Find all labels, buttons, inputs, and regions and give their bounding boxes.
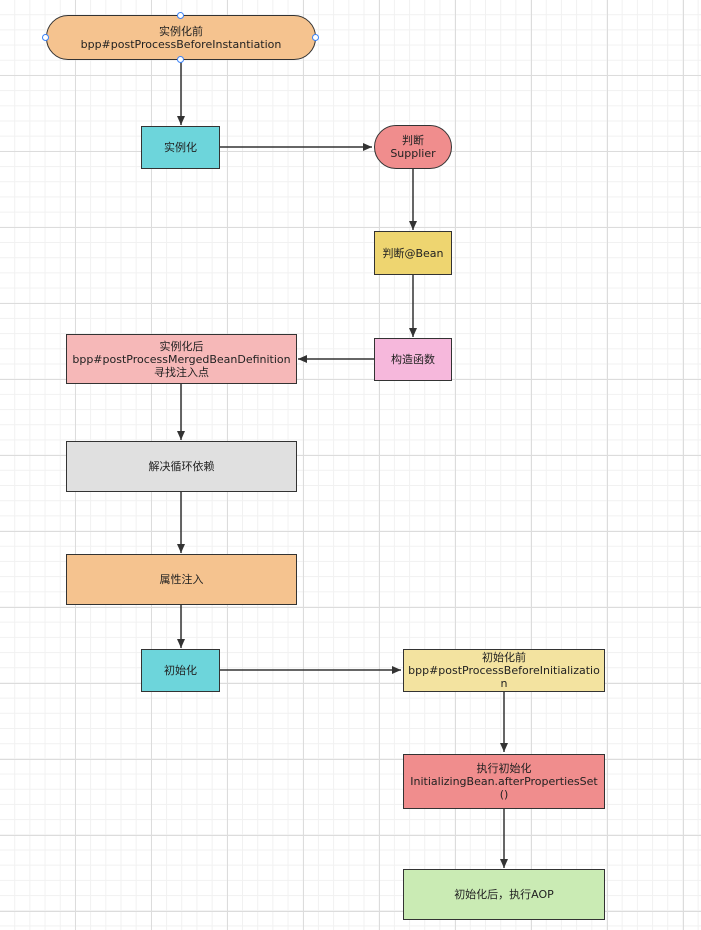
- node-before-initialization-title: 初始化前: [482, 651, 526, 664]
- node-supplier-label: Supplier: [390, 147, 436, 160]
- node-property-injection-label: 属性注入: [159, 573, 204, 586]
- node-supplier-title: 判断: [401, 134, 424, 147]
- node-instantiate[interactable]: 实例化: [141, 126, 220, 169]
- node-after-initialization[interactable]: 初始化后，执行AOP: [403, 869, 605, 920]
- selection-handle-right[interactable]: [312, 34, 319, 41]
- node-bean-annotation-label: 判断@Bean: [382, 246, 444, 260]
- node-constructor[interactable]: 构造函数: [374, 338, 452, 381]
- selection-handle-left[interactable]: [42, 34, 49, 41]
- selection-handle-bottom[interactable]: [177, 56, 184, 63]
- node-circular-dependency-label: 解决循环依赖: [148, 460, 215, 473]
- node-after-instantiation-method: bpp#postProcessMergedBeanDefinition: [72, 352, 291, 366]
- node-invoke-init-method: InitializingBean.afterPropertiesSet(): [410, 775, 598, 801]
- node-after-instantiation[interactable]: 实例化后 bpp#postProcessMergedBeanDefinition…: [66, 334, 297, 384]
- node-invoke-init-title: 执行初始化: [476, 762, 532, 775]
- node-before-instantiation[interactable]: 实例化前 bpp#postProcessBeforeInstantiation: [46, 15, 316, 60]
- node-before-initialization-method: bpp#postProcessBeforeInitialization: [408, 664, 600, 690]
- node-before-instantiation-method: bpp#postProcessBeforeInstantiation: [80, 37, 282, 51]
- node-before-instantiation-title: 实例化前: [159, 24, 203, 38]
- node-circular-dependency[interactable]: 解决循环依赖: [66, 441, 297, 492]
- node-property-injection[interactable]: 属性注入: [66, 554, 297, 605]
- node-invoke-init[interactable]: 执行初始化 InitializingBean.afterPropertiesSe…: [403, 754, 605, 809]
- node-bean-annotation[interactable]: 判断@Bean: [374, 231, 452, 275]
- node-supplier[interactable]: 判断 Supplier: [374, 125, 452, 169]
- node-instantiate-label: 实例化: [164, 141, 197, 154]
- node-after-instantiation-desc: 寻找注入点: [153, 365, 209, 379]
- node-after-initialization-label: 初始化后，执行AOP: [454, 888, 554, 901]
- node-initialize-label: 初始化: [164, 664, 197, 677]
- node-constructor-label: 构造函数: [391, 353, 435, 366]
- node-initialize[interactable]: 初始化: [141, 649, 220, 692]
- node-before-initialization[interactable]: 初始化前 bpp#postProcessBeforeInitialization: [403, 649, 605, 692]
- selection-handle-top[interactable]: [177, 12, 184, 19]
- node-after-instantiation-title: 实例化后: [159, 339, 204, 353]
